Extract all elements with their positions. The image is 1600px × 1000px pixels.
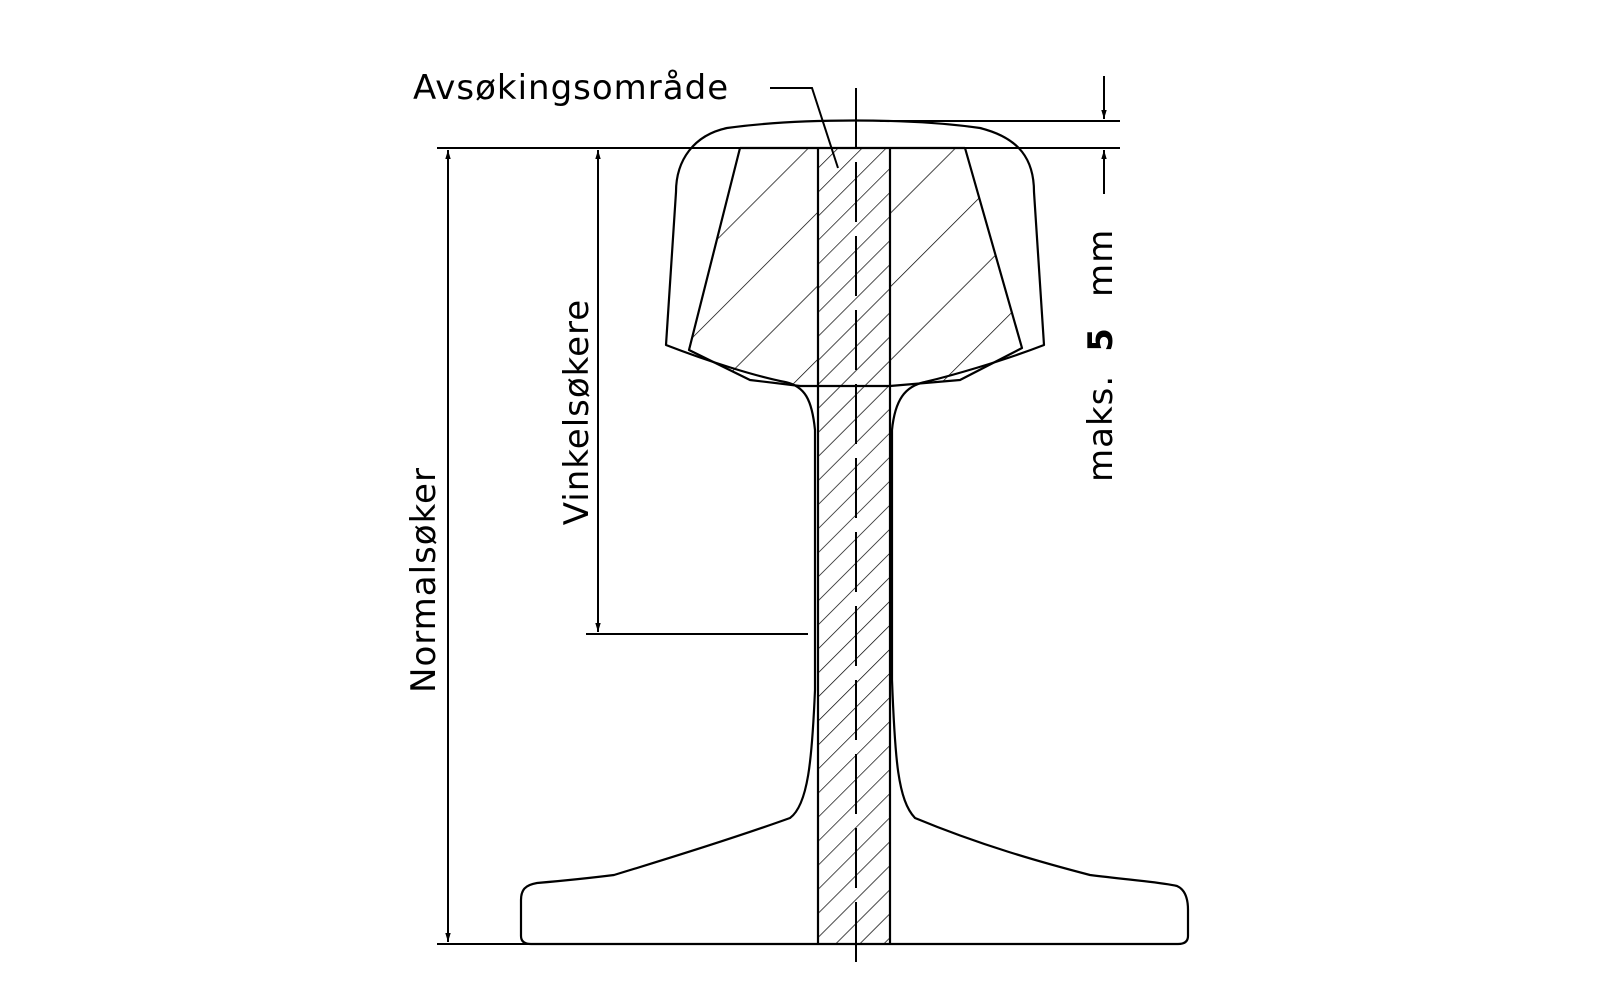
scan-area-strip bbox=[816, 148, 892, 944]
max-value: 5 bbox=[1081, 328, 1121, 352]
angle-probe-label: Vinkelsøkere bbox=[557, 299, 597, 525]
normal-probe-label: Normalsøker bbox=[404, 467, 444, 693]
max-prefix: maks. bbox=[1081, 375, 1121, 482]
max-dimension-label: maks. 5 mm bbox=[1081, 229, 1121, 482]
scan-area-label: Avsøkingsområde bbox=[413, 68, 729, 108]
max-unit: mm bbox=[1081, 229, 1121, 297]
scan-area-leader bbox=[770, 87, 839, 169]
